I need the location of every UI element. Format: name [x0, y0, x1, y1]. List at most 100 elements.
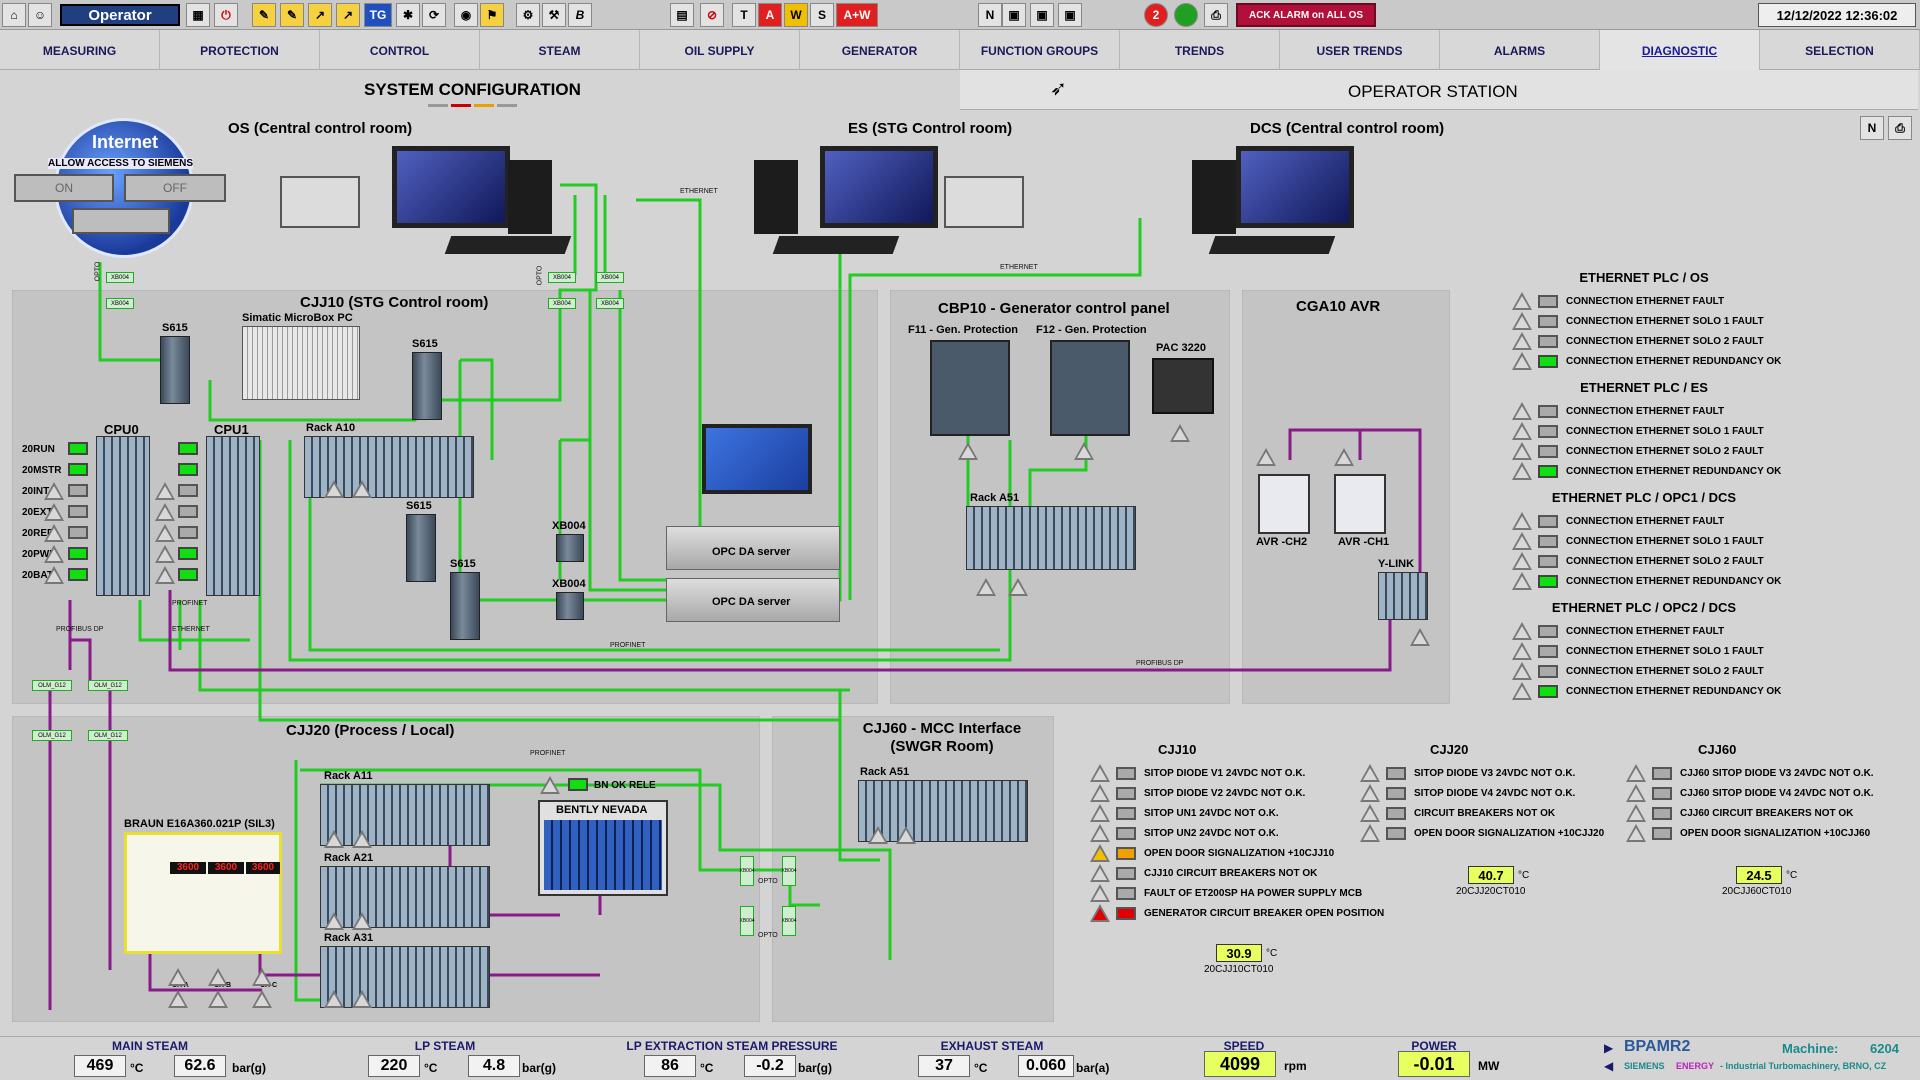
temp-cjj20-unit: °C — [1518, 870, 1530, 881]
a-button[interactable]: A — [758, 3, 782, 27]
rack-a51-cbp10[interactable] — [966, 506, 1136, 570]
alarm-count-badge[interactable]: 2 — [1144, 3, 1168, 27]
nav-tab-selection[interactable]: SELECTION — [1760, 30, 1920, 70]
nav-tab-trends[interactable]: TRENDS — [1120, 30, 1280, 70]
nav-tab-protection[interactable]: PROTECTION — [160, 30, 320, 70]
cpu1-rack[interactable] — [206, 436, 260, 596]
screen2-icon[interactable]: ▣ — [1030, 3, 1054, 27]
bently-rack — [544, 820, 662, 890]
eth-status-text: CONNECTION ETHERNET SOLO 2 FAULT — [1566, 555, 1764, 567]
eth-status-text: CONNECTION ETHERNET REDUNDANCY OK — [1566, 575, 1782, 587]
nav-tab-diagnostic[interactable]: DIAGNOSTIC — [1600, 30, 1760, 70]
n-small-button[interactable]: N — [1860, 116, 1884, 140]
status-led — [1116, 906, 1136, 920]
report-icon[interactable]: ✎ — [252, 3, 276, 27]
nav-tab-generator[interactable]: GENERATOR — [800, 30, 960, 70]
trend2-icon[interactable]: ↗ — [336, 3, 360, 27]
ethernet-label-3: ETHERNET — [172, 626, 210, 633]
rack-a31[interactable] — [320, 946, 490, 1008]
eth-status-row: CONNECTION ETHERNET SOLO 1 FAULT — [1512, 312, 1764, 330]
opto-label-4: OPTO — [758, 932, 778, 939]
avr-ch1-device[interactable] — [1334, 474, 1386, 534]
avr-ch2-device[interactable] — [1258, 474, 1310, 534]
status-led — [1538, 404, 1558, 418]
operator-field[interactable]: Operator — [60, 4, 180, 26]
eth-status-text: CONNECTION ETHERNET FAULT — [1566, 405, 1725, 417]
b-button[interactable]: B — [568, 3, 592, 27]
screen3-icon[interactable]: ▣ — [1058, 3, 1082, 27]
nav-tab-function-groups[interactable]: FUNCTION GROUPS — [960, 30, 1120, 70]
s615-switch-3[interactable] — [406, 514, 436, 582]
eth-status-text: CONNECTION ETHERNET REDUNDANCY OK — [1566, 465, 1782, 477]
olm-4: OLM_G12 — [88, 730, 128, 741]
report2-icon[interactable]: ✎ — [280, 3, 304, 27]
f11-label: F11 - Gen. Protection — [908, 324, 1019, 336]
cycle-icon[interactable]: ⟳ — [422, 3, 446, 27]
network-icon[interactable]: ✱ — [396, 3, 420, 27]
braun-module[interactable] — [124, 832, 282, 954]
screen1-icon[interactable]: ▣ — [1002, 3, 1026, 27]
internet-on-button[interactable]: ON — [14, 174, 114, 202]
cabinet-alarm-row: SITOP UN2 24VDC NOT O.K. — [1090, 824, 1279, 842]
page-title: SYSTEM CONFIGURATION — [364, 80, 581, 99]
eth-status-row: CONNECTION ETHERNET REDUNDANCY OK — [1512, 682, 1781, 700]
s-button[interactable]: S — [810, 3, 834, 27]
view-icon[interactable]: ◉ — [454, 3, 478, 27]
nav-tab-user-trends[interactable]: USER TRENDS — [1280, 30, 1440, 70]
microbox-pc[interactable] — [242, 326, 360, 400]
play-icon[interactable]: ▶ — [1604, 1041, 1614, 1055]
mute-icon[interactable]: ⊘ — [700, 3, 724, 27]
power-icon[interactable]: ⏻ — [214, 3, 238, 27]
nav-tab-oil-supply[interactable]: OIL SUPPLY — [640, 30, 800, 70]
pac-meter[interactable] — [1152, 358, 1214, 414]
nav-tab-steam[interactable]: STEAM — [480, 30, 640, 70]
print-icon[interactable]: ⎙ — [1204, 3, 1228, 27]
filter-icon[interactable]: ⚑ — [480, 3, 504, 27]
alarm-triangle-icon — [1512, 352, 1532, 370]
nav-tab-measuring[interactable]: MEASURING — [0, 30, 160, 70]
rack-a11[interactable] — [320, 784, 490, 846]
settings-icon[interactable]: ⚙ — [516, 3, 540, 27]
profibus-label-2: PROFIBUS DP — [1136, 660, 1184, 667]
doc-icon[interactable]: ▤ — [670, 3, 694, 27]
opc-server-1[interactable] — [666, 526, 840, 570]
n-button[interactable]: N — [978, 3, 1002, 27]
t-button[interactable]: T — [732, 3, 756, 27]
internet-off-button[interactable]: OFF — [124, 174, 226, 202]
lp-steam-title: LP STEAM — [414, 1039, 476, 1053]
home-icon[interactable]: ⌂ — [2, 3, 26, 27]
xb004-switch-2[interactable] — [556, 592, 584, 620]
cpu0-rack[interactable] — [96, 436, 150, 596]
back-icon[interactable]: ◀ — [1604, 1059, 1614, 1073]
cabinet-alarm-text: CJJ60 CIRCUIT BREAKERS NOT OK — [1680, 807, 1854, 819]
rack-a21[interactable] — [320, 866, 490, 928]
eth-status-row: CONNECTION ETHERNET FAULT — [1512, 292, 1724, 310]
s615-switch-4[interactable] — [450, 572, 480, 640]
os-pc-icon — [508, 160, 552, 234]
s615-switch-1[interactable] — [160, 336, 190, 404]
company-label: - Industrial Turbomachinery, BRNO, CZ — [1720, 1061, 1887, 1071]
cabinet-alarm-row: OPEN DOOR SIGNALIZATION +10CJJ60 — [1626, 824, 1870, 842]
status-led — [1538, 644, 1558, 658]
nav-tab-control[interactable]: CONTROL — [320, 30, 480, 70]
s615-switch-2[interactable] — [412, 352, 442, 420]
user-icon[interactable]: ☺ — [28, 3, 52, 27]
aw-button[interactable]: A+W — [836, 3, 878, 27]
eth-status-row: CONNECTION ETHERNET SOLO 2 FAULT — [1512, 442, 1764, 460]
ack-alarm-button[interactable]: ACK ALARM on ALL OS — [1236, 3, 1376, 27]
trend-icon[interactable]: ↗ — [308, 3, 332, 27]
ylink-device[interactable] — [1378, 572, 1428, 620]
display-icon[interactable]: ▦ — [186, 3, 210, 27]
tools-icon[interactable]: ⚒ — [542, 3, 566, 27]
nav-tab-alarms[interactable]: ALARMS — [1440, 30, 1600, 70]
print-small-icon[interactable]: ⎙ — [1888, 116, 1912, 140]
eth-status-row: CONNECTION ETHERNET SOLO 1 FAULT — [1512, 642, 1764, 660]
opc-server-2[interactable] — [666, 578, 840, 622]
f11-relay[interactable] — [930, 340, 1010, 436]
w-button[interactable]: W — [784, 3, 808, 27]
cpu1-status-led — [178, 568, 198, 581]
tg-button[interactable]: TG — [364, 3, 392, 27]
cabinet-alarm-text: OPEN DOOR SIGNALIZATION +10CJJ20 — [1414, 827, 1605, 839]
xb004-switch-1[interactable] — [556, 534, 584, 562]
f12-relay[interactable] — [1050, 340, 1130, 436]
